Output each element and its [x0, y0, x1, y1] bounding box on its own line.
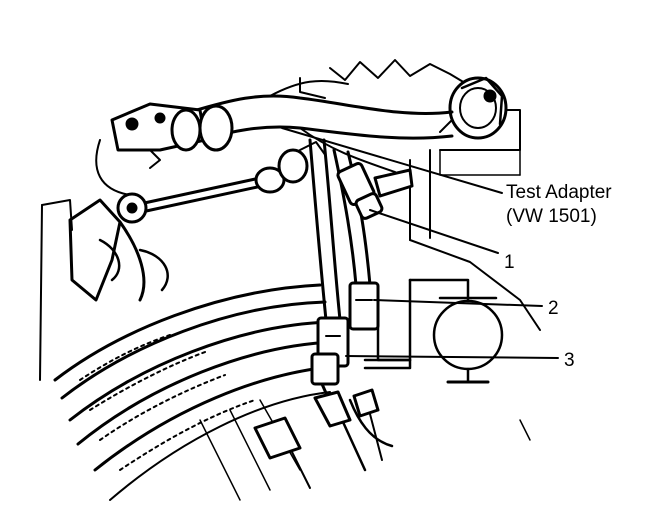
test-circuit-schematic	[363, 278, 504, 384]
label-2: 2	[548, 298, 559, 319]
label-test-adapter-line2: (VW 1501)	[506, 206, 597, 227]
leader-lines	[281, 127, 559, 359]
leader-1	[369, 209, 499, 254]
label-test-adapter-line1: Test Adapter	[506, 182, 612, 203]
lower-lead-terminals	[253, 382, 394, 489]
label-3: 3	[564, 350, 575, 371]
connector-plug-1	[336, 162, 414, 220]
linkage-rod	[133, 141, 327, 215]
leader-3	[345, 355, 559, 359]
connector-plug-3	[310, 316, 350, 386]
throttle-lever-assembly	[39, 192, 169, 381]
connector-plug-2	[348, 281, 380, 331]
round-connector-top-right	[439, 76, 508, 140]
leader-test-adapter	[281, 127, 503, 194]
label-1: 1	[504, 252, 515, 273]
callout-labels: Test Adapter (VW 1501) 1 2 3	[504, 182, 612, 371]
lower-hose-bundle	[53, 283, 342, 501]
leader-2	[373, 299, 543, 307]
left-mount-bracket	[95, 102, 234, 196]
